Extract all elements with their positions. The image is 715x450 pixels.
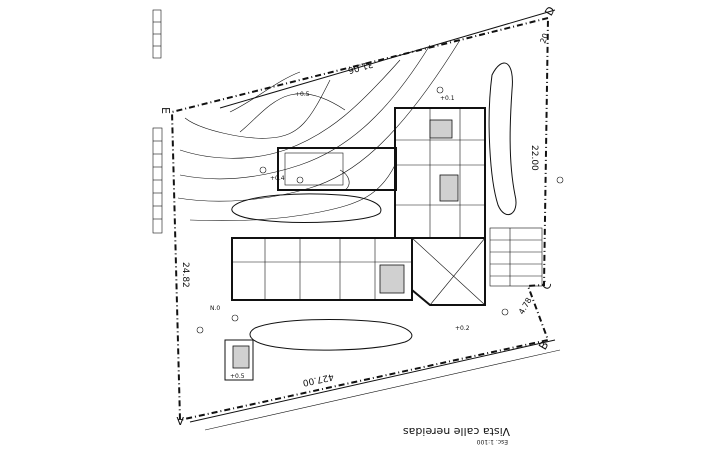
level-5: +0.5 bbox=[230, 373, 245, 380]
dim-corner-ne: 20 bbox=[538, 32, 550, 45]
building bbox=[231, 107, 543, 306]
drawing-title: Vista calle nereidas bbox=[403, 425, 510, 438]
vertex-a: A bbox=[176, 414, 184, 427]
vertex-e: E bbox=[159, 107, 172, 114]
level-4: N.0 bbox=[210, 305, 220, 312]
level-6: +0.2 bbox=[455, 325, 470, 332]
dim-east-edge: 22.00 bbox=[529, 145, 539, 171]
parking-bays bbox=[489, 227, 543, 287]
dim-west-edge: 24.82 bbox=[180, 262, 190, 288]
dim-north-edge: 31.06 bbox=[346, 58, 374, 75]
contour-lines bbox=[177, 39, 461, 222]
title-block: Vista calle nereidas Esc. 1:100 bbox=[403, 425, 510, 445]
dim-south-edge: 427.00 bbox=[301, 371, 334, 387]
road-line-2 bbox=[204, 349, 561, 431]
dim-se-edge: 4.78 bbox=[517, 296, 534, 316]
upper-wing bbox=[277, 147, 397, 191]
garden-island-east bbox=[488, 62, 517, 216]
road-line-1 bbox=[189, 339, 556, 423]
level-1: +0.5 bbox=[295, 91, 310, 98]
street-line-top bbox=[219, 9, 556, 109]
spiral-stair bbox=[339, 169, 350, 191]
legend-ladder bbox=[152, 9, 163, 234]
drawing-scale: Esc. 1:100 bbox=[476, 438, 508, 445]
upper-wing-inner bbox=[284, 152, 344, 186]
level-2: +0.1 bbox=[440, 95, 455, 102]
level-3: +0.4 bbox=[270, 175, 285, 182]
garage-block bbox=[411, 237, 486, 306]
tree-markers bbox=[196, 86, 564, 334]
shed bbox=[224, 339, 254, 381]
vertex-d: D bbox=[542, 4, 558, 18]
garden-island-south bbox=[249, 319, 413, 351]
vertex-c: C bbox=[539, 279, 554, 292]
garden-island-west bbox=[231, 193, 382, 223]
property-boundary bbox=[170, 17, 550, 422]
